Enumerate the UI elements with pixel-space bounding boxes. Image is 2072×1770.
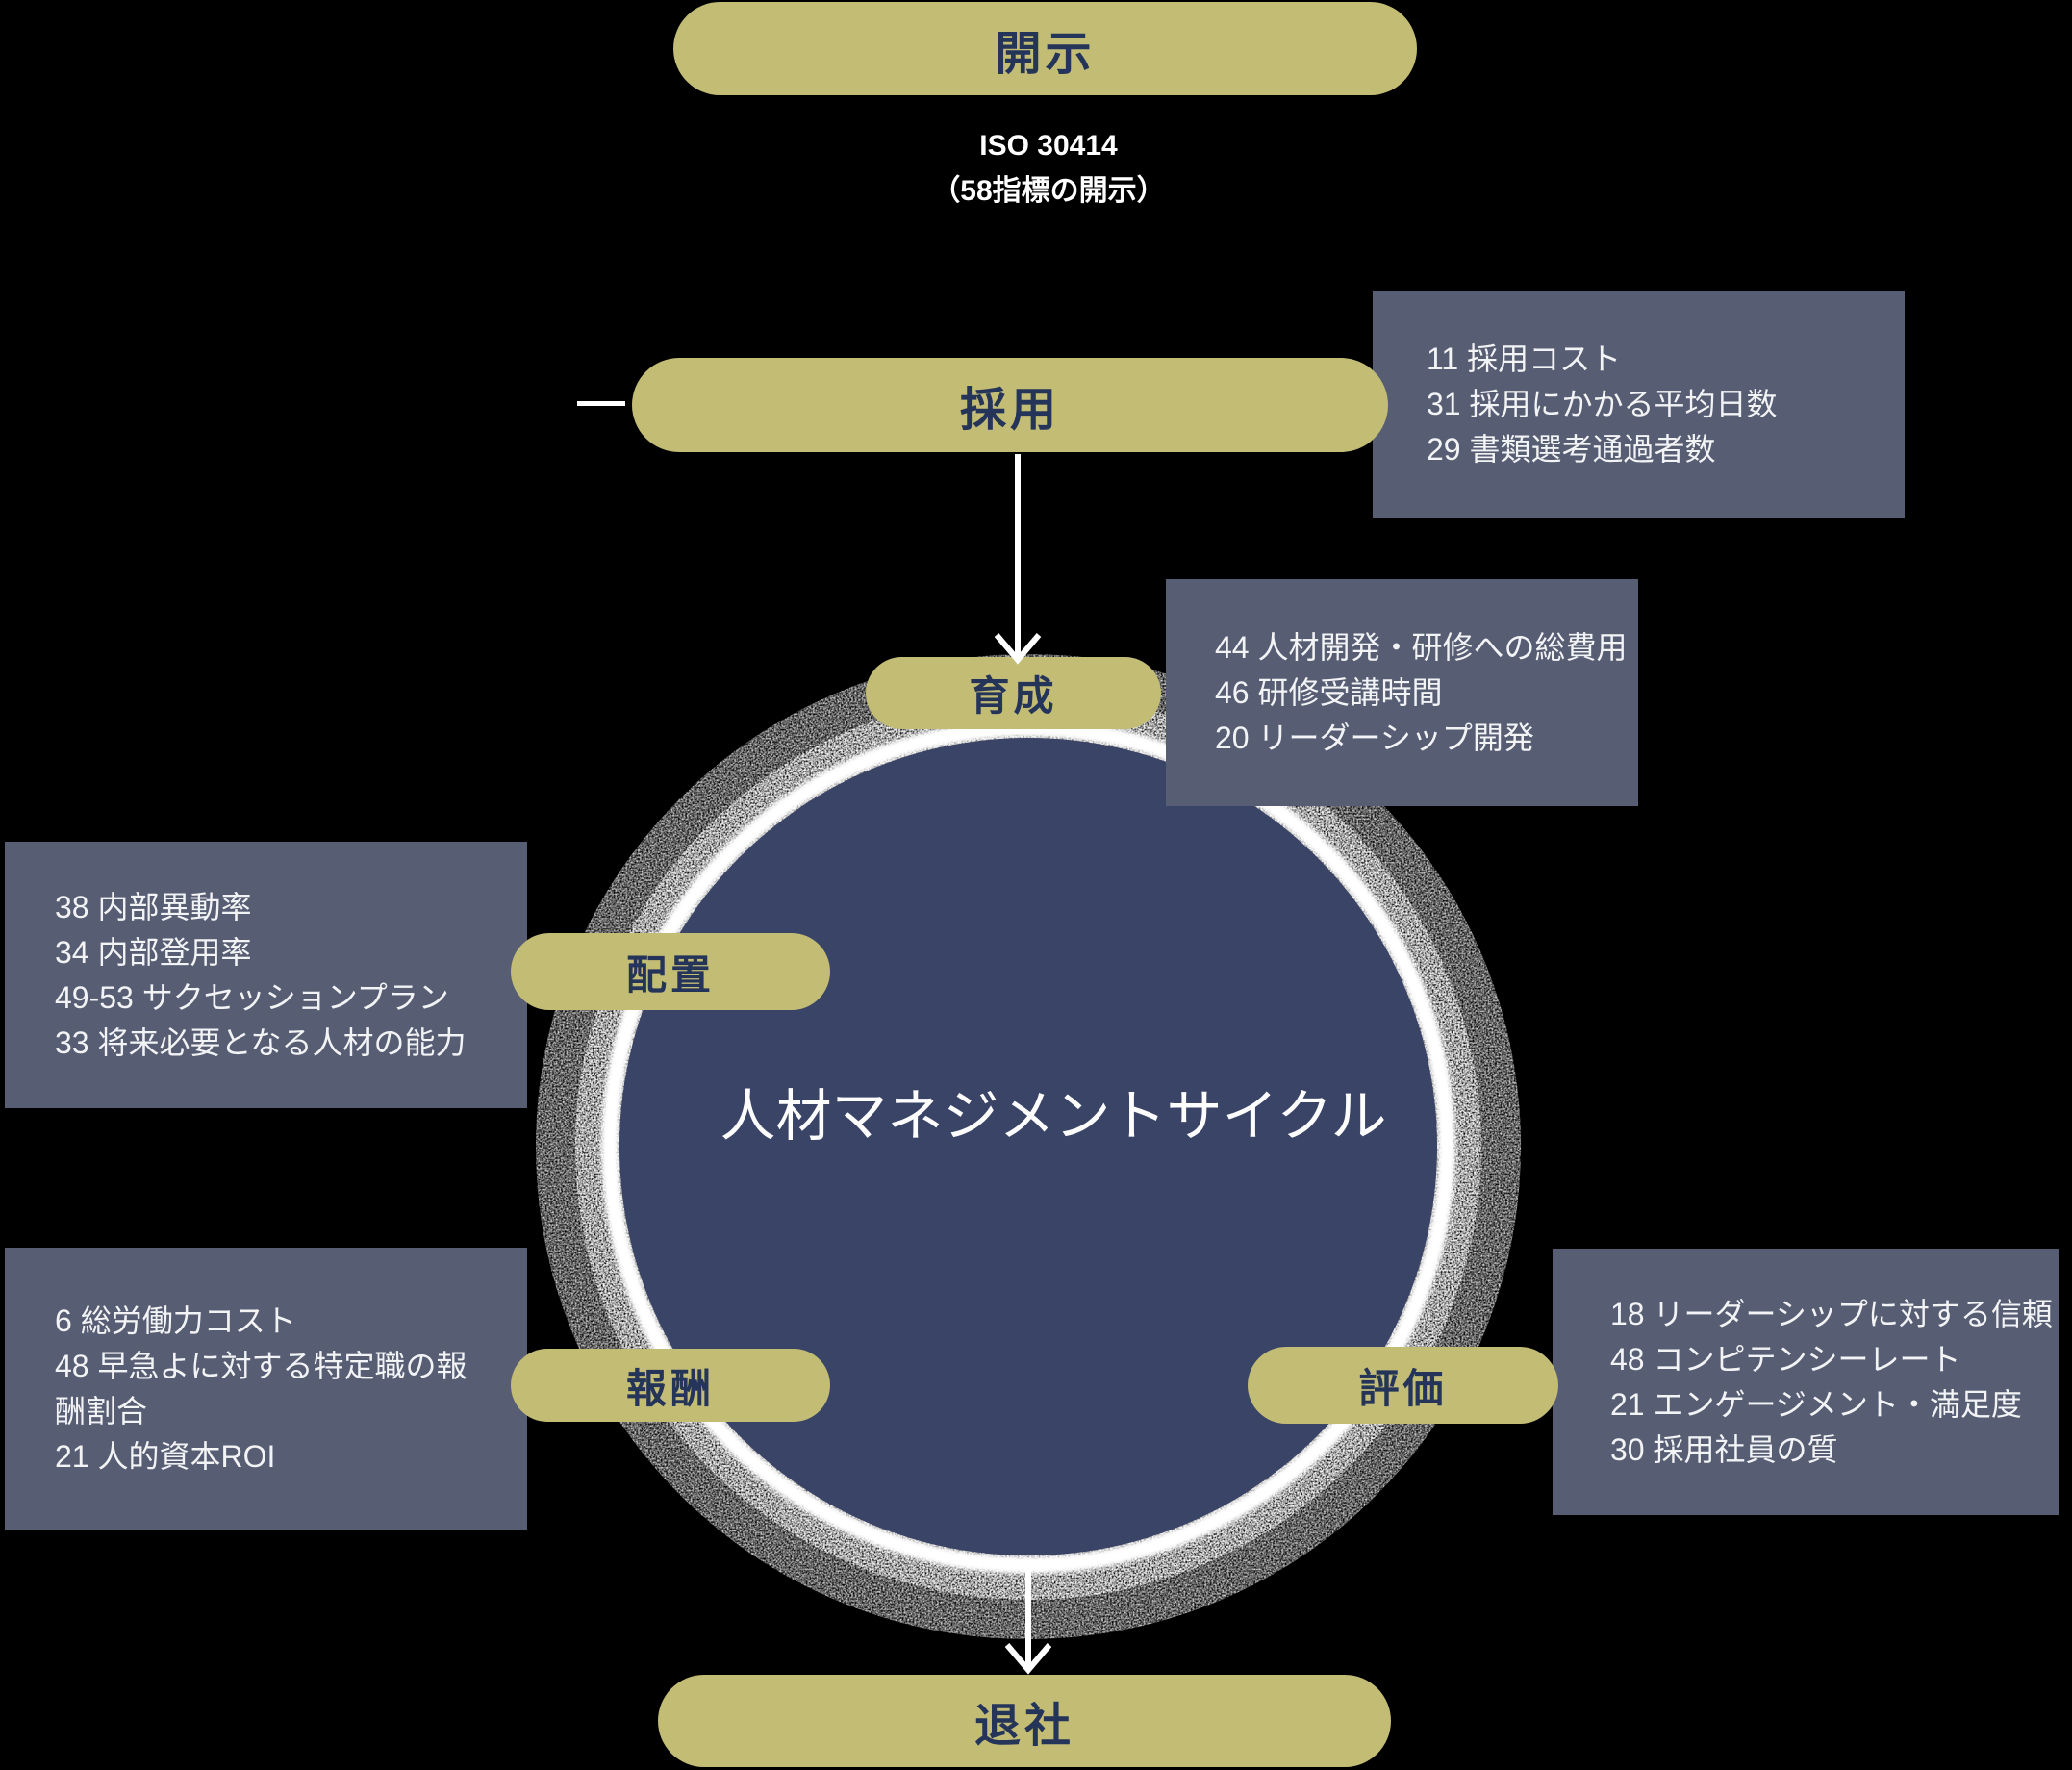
stage-pill-compensation: 報酬	[511, 1349, 830, 1422]
metrics-box-development: 44 人材開発・研修への総費用 46 研修受講時間 20 リーダーシップ開発	[1166, 579, 1638, 806]
stage-pill-evaluation: 評価	[1248, 1347, 1558, 1424]
metrics-box-compensation: 6 総労働力コスト 48 早急よに対する特定職の報酬割合 21 人的資本ROI	[5, 1248, 527, 1530]
metric-item: 44 人材開発・研修への総費用	[1215, 629, 1628, 665]
metric-item: 34 内部登用率	[55, 934, 252, 970]
metric-item: 48 早急よに対する特定職の報酬割合	[55, 1348, 467, 1429]
stage-pill-exit: 退社	[658, 1675, 1391, 1767]
metric-item: 38 内部異動率	[55, 889, 252, 924]
metric-item: 31 採用にかかる平均日数	[1427, 387, 1778, 421]
metric-item: 21 人的資本ROI	[55, 1438, 276, 1474]
metric-item: 30 採用社員の質	[1610, 1431, 1838, 1467]
metric-item: 33 将来必要となる人材の能力	[55, 1024, 467, 1060]
iso-subtitle-line1: ISO 30414	[979, 130, 1118, 162]
metric-item: 49-53 サクセッションプラン	[55, 979, 449, 1015]
connector-dash	[577, 401, 625, 406]
stage-pill-placement: 配置	[511, 933, 830, 1010]
metric-item: 11 採用コスト	[1427, 341, 1622, 376]
down-arrow-icon	[1004, 1560, 1052, 1675]
cycle-title: 人材マネジメントサイクル	[720, 1083, 1387, 1149]
metric-item: 6 総労働力コスト	[55, 1302, 296, 1338]
down-arrow-icon	[994, 454, 1042, 665]
metrics-box-placement: 38 内部異動率 34 内部登用率 49-53 サクセッションプラン 33 将来…	[5, 842, 527, 1108]
cycle-circle	[619, 738, 1437, 1555]
stage-pill-recruitment: 採用	[632, 358, 1388, 452]
stage-pill-development: 育成	[866, 657, 1161, 729]
metrics-box-evaluation: 18 リーダーシップに対する信頼 48 コンピテンシーレート 21 エンゲージメ…	[1553, 1249, 2059, 1515]
metrics-box-recruitment: 11 採用コスト 31 採用にかかる平均日数 29 書類選考通過者数	[1373, 291, 1905, 518]
metric-item: 18 リーダーシップに対する信頼	[1610, 1296, 2053, 1331]
metric-item: 29 書類選考通過者数	[1427, 432, 1716, 467]
metric-item: 20 リーダーシップ開発	[1215, 720, 1534, 755]
iso-subtitle-line2: （58指標の開示）	[931, 175, 1166, 207]
stage-pill-disclosure: 開示	[673, 2, 1417, 95]
metric-item: 21 エンゲージメント・満足度	[1610, 1386, 2022, 1422]
metric-item: 46 研修受講時間	[1215, 674, 1443, 710]
metric-item: 48 コンピテンシーレート	[1610, 1341, 1961, 1377]
